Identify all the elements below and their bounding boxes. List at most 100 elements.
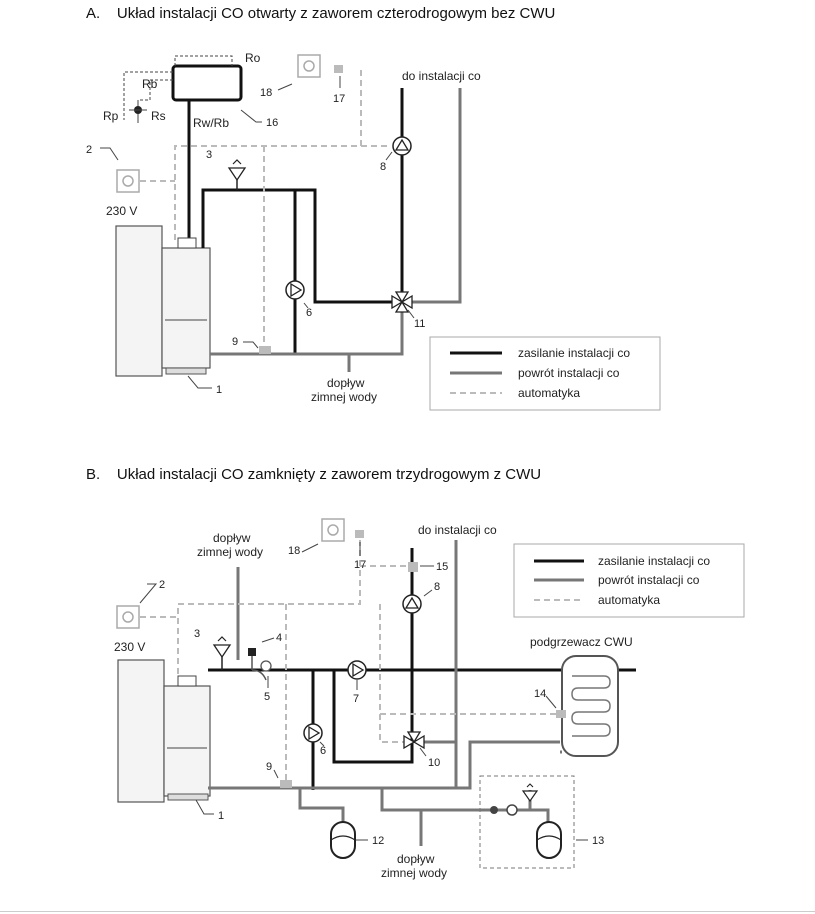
leader-16: [240, 109, 262, 123]
label-do-instalacji: do instalacji co: [402, 69, 481, 83]
legend-a-supply: zasilanie instalacji co: [518, 346, 630, 360]
automation-line-b4: [379, 604, 404, 743]
vessel-12-membrane: [330, 835, 356, 841]
room-sensor-18-b-icon: [321, 518, 345, 542]
label-ro: Ro: [245, 51, 261, 65]
reducer-icon: [506, 804, 518, 816]
legend-b-supply: zasilanie instalacji co: [598, 554, 710, 568]
leader-6: [303, 302, 309, 309]
leader-b-6: [319, 741, 325, 747]
expansion-vessel-13: [536, 821, 562, 859]
boiler-b-controller: [177, 675, 197, 687]
leader-18: [277, 83, 293, 91]
leader-b-2: [139, 583, 158, 604]
num-b-1: 1: [218, 810, 224, 822]
label-b-heater: podgrzewacz CWU: [530, 635, 633, 649]
return-riser: [402, 88, 462, 304]
pump-6-b-icon: [303, 723, 323, 743]
controller-2-icon: [116, 169, 140, 193]
label-doplyw-1: dopływ: [327, 376, 365, 390]
num-3: 3: [206, 149, 212, 161]
leader-b-14: [545, 695, 557, 709]
vessel-13-pipe: [380, 788, 550, 822]
num-b-9: 9: [266, 761, 272, 773]
boiler-base: [165, 367, 207, 375]
label-b-doplyw-bottom-1: dopływ: [397, 852, 435, 866]
overflow-pipe: [174, 55, 233, 66]
num-b-17: 17: [354, 559, 366, 571]
expansion-tank: [171, 64, 243, 102]
label-rw-rb: Rw/Rb: [193, 116, 229, 130]
legend-b-return: powrót instalacji co: [598, 573, 700, 587]
diagram-b-title: Układ instalacji CO zamknięty z zaworem …: [116, 466, 542, 483]
leader-b-9: [273, 769, 279, 779]
label-b-doplyw-top-1: dopływ: [213, 531, 251, 545]
vessel-12-pipe: [298, 788, 345, 822]
leader-b-8: [423, 589, 433, 597]
legend-a-return: powrót instalacji co: [518, 366, 620, 380]
num-b-6: 6: [320, 745, 326, 757]
heater-coil: [571, 675, 611, 737]
legend-a: zasilanie instalacji co powrót instalacj…: [429, 336, 661, 411]
boiler-cabinet: [115, 225, 163, 377]
pump-6-icon: [285, 280, 305, 300]
diagram-a: Ro Rb Rp Rs Rw/Rb do instalacji co 230 V…: [86, 51, 661, 411]
rb-pipe: [123, 71, 173, 120]
boiler-body: [161, 247, 211, 369]
leader-b-10: [419, 747, 427, 757]
num-b-15: 15: [436, 561, 448, 573]
room-sensor-18-icon: [297, 54, 321, 78]
label-doplyw-2: zimnej wody: [311, 390, 377, 404]
sensor-17-b-icon: [355, 530, 364, 538]
leader-1: [187, 375, 212, 389]
num-17: 17: [333, 93, 345, 105]
num-b-2: 2: [159, 579, 165, 591]
diagram-a-title: Układ instalacji CO otwarty z zaworem cz…: [116, 5, 556, 22]
leader-b-4: [261, 637, 275, 643]
vessel-13-membrane: [536, 835, 562, 841]
four-way-valve-icon: [391, 291, 413, 313]
legend-b: zasilanie instalacji co powrót instalacj…: [513, 543, 745, 618]
num-11: 11: [414, 318, 425, 330]
label-b-doplyw-top-2: zimnej wody: [197, 545, 263, 559]
boiler-b-cabinet: [117, 659, 165, 803]
label-rp: Rp: [103, 109, 119, 123]
safety-valve-3-icon: [227, 159, 247, 190]
boiler-b-body: [163, 685, 211, 797]
label-voltage: 230 V: [106, 204, 137, 218]
pump-8-b-icon: [402, 594, 422, 614]
pump-7-icon: [347, 660, 367, 680]
num-b-10: 10: [428, 757, 440, 769]
sensor-9-icon: [259, 346, 271, 354]
diagram-a-heading: A. Układ instalacji CO otwarty z zaworem…: [86, 5, 555, 22]
boiler-b-base: [167, 793, 209, 801]
legend-b-automation: automatyka: [598, 593, 660, 607]
three-way-valve-10-icon: [403, 731, 425, 750]
num-b-5: 5: [264, 691, 270, 703]
controller-2-b-icon: [116, 605, 140, 629]
check-valve-icon: [490, 806, 498, 814]
leader-9: [243, 341, 259, 349]
leader-b-1: [195, 799, 214, 815]
num-1: 1: [216, 384, 222, 396]
label-b-doplyw-bottom-2: zimnej wody: [381, 866, 447, 880]
sensor-14-icon: [556, 710, 566, 718]
label-rs: Rs: [151, 109, 166, 123]
supply-loop: [201, 188, 402, 304]
diagram-a-marker: A.: [86, 5, 101, 22]
num-b-8: 8: [434, 581, 440, 593]
page-bottom-divider: [0, 911, 815, 912]
cwu-heater: [561, 655, 619, 757]
num-b-4: 4: [276, 632, 282, 644]
leader-11: [407, 309, 415, 319]
boiler-controller: [177, 237, 197, 249]
legend-a-automation: automatyka: [518, 386, 580, 400]
label-rb: Rb: [142, 77, 158, 91]
diagram-b: do instalacji co dopływ zimnej wody 230 …: [114, 518, 745, 880]
expansion-vessel-12: [330, 821, 356, 859]
rs-pipe: [138, 79, 173, 101]
return-line: [210, 302, 404, 356]
num-18: 18: [260, 87, 272, 99]
num-b-3: 3: [194, 628, 200, 640]
